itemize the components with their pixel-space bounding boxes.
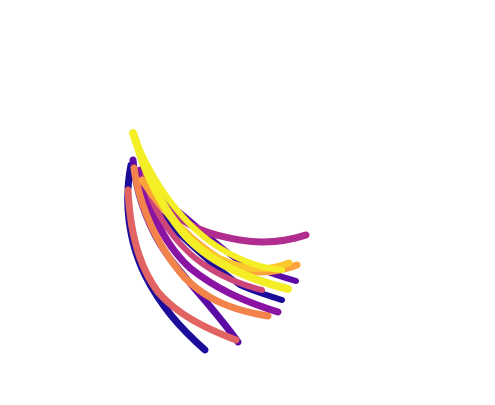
brush-stroke-orange-1 — [130, 164, 272, 320]
brush-stroke-magenta — [156, 196, 310, 246]
brush-stroke-yellow-2 — [137, 147, 285, 273]
brush-stroke-coral — [124, 186, 240, 344]
brush-stroke-violet — [136, 166, 282, 316]
